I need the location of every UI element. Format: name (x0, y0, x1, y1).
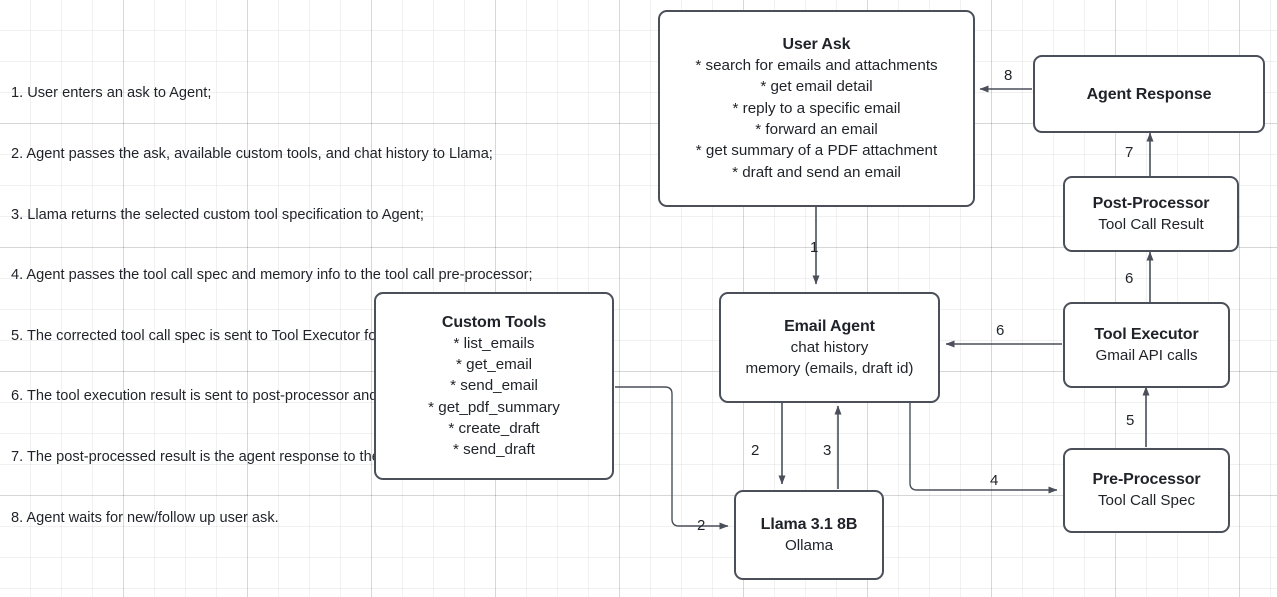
node-custom-tools-line-6: * send_draft (453, 441, 535, 459)
node-tool-executor-title: Tool Executor (1094, 325, 1199, 343)
node-custom-tools[interactable]: Custom Tools * list_emails * get_email *… (374, 292, 614, 480)
node-custom-tools-line-4: * get_pdf_summary (428, 398, 560, 416)
edge-label-5: 5 (1126, 412, 1135, 429)
node-llama-title: Llama 3.1 8B (760, 515, 858, 533)
edge-label-8: 8 (1004, 67, 1013, 84)
node-post-processor-line-1: Tool Call Result (1098, 215, 1204, 233)
node-email-agent[interactable]: Email Agent chat history memory (emails,… (719, 292, 940, 403)
node-user-ask-line-5: * get summary of a PDF attachment (695, 142, 938, 160)
node-user-ask-line-3: * reply to a specific email (732, 99, 901, 117)
node-pre-processor[interactable]: Pre-Processor Tool Call Spec (1063, 448, 1230, 533)
legend-step-4: 4. Agent passes the tool call spec and m… (11, 267, 533, 284)
node-pre-processor-line-1: Tool Call Spec (1097, 492, 1196, 510)
edge-label-6b: 6 (1125, 270, 1134, 287)
node-custom-tools-line-1: * list_emails (453, 334, 535, 352)
node-user-ask-line-6: * draft and send an email (732, 163, 901, 181)
edge-label-1: 1 (810, 239, 819, 256)
node-user-ask-line-4: * forward an email (755, 121, 878, 138)
edge-2b-path (615, 386, 729, 530)
node-custom-tools-line-2: * get_email (456, 355, 532, 373)
node-custom-tools-line-3: * send_email (450, 377, 538, 395)
node-custom-tools-line-5: * create_draft (448, 419, 540, 437)
edge-label-4: 4 (990, 472, 999, 489)
node-custom-tools-title: Custom Tools (441, 313, 547, 331)
node-tool-executor[interactable]: Tool Executor Gmail API calls (1063, 302, 1230, 388)
edge-4-path (909, 403, 1058, 494)
edge-label-3: 3 (823, 442, 832, 459)
node-email-agent-line-2: memory (emails, draft id) (745, 360, 914, 377)
node-email-agent-title: Email Agent (784, 317, 875, 335)
legend-step-8: 8. Agent waits for new/follow up user as… (11, 509, 279, 526)
node-agent-response-title: Agent Response (1086, 85, 1212, 103)
legend-steps-list: 1. User enters an ask to Agent; 2. Agent… (11, 43, 549, 568)
node-user-ask-title: User Ask (782, 36, 851, 54)
legend-step-3: 3. Llama returns the selected custom too… (11, 206, 424, 223)
node-email-agent-line-1: chat history (790, 338, 869, 356)
node-llama[interactable]: Llama 3.1 8B Ollama (734, 490, 884, 580)
node-pre-processor-title: Pre-Processor (1092, 471, 1201, 489)
node-llama-line-1: Ollama (784, 536, 834, 554)
legend-step-7: 7. The post-processed result is the agen… (11, 449, 495, 466)
node-post-processor[interactable]: Post-Processor Tool Call Result (1063, 176, 1239, 252)
node-tool-executor-line-1: Gmail API calls (1095, 346, 1198, 364)
legend-step-1: 1. User enters an ask to Agent; (11, 85, 212, 102)
edge-label-2b: 2 (697, 517, 706, 534)
node-post-processor-title: Post-Processor (1092, 194, 1210, 212)
node-user-ask-line-2: * get email detail (760, 78, 873, 96)
legend-step-5: 5. The corrected tool call spec is sent … (11, 327, 495, 344)
legend-step-2: 2. Agent passes the ask, available custo… (11, 146, 493, 163)
node-user-ask[interactable]: User Ask * search for emails and attachm… (658, 10, 975, 207)
edge-label-6a: 6 (996, 322, 1005, 339)
node-agent-response[interactable]: Agent Response (1033, 55, 1265, 133)
node-user-ask-line-1: * search for emails and attachments (695, 57, 938, 75)
edge-label-7: 7 (1125, 144, 1134, 161)
edge-label-2a: 2 (751, 442, 760, 459)
